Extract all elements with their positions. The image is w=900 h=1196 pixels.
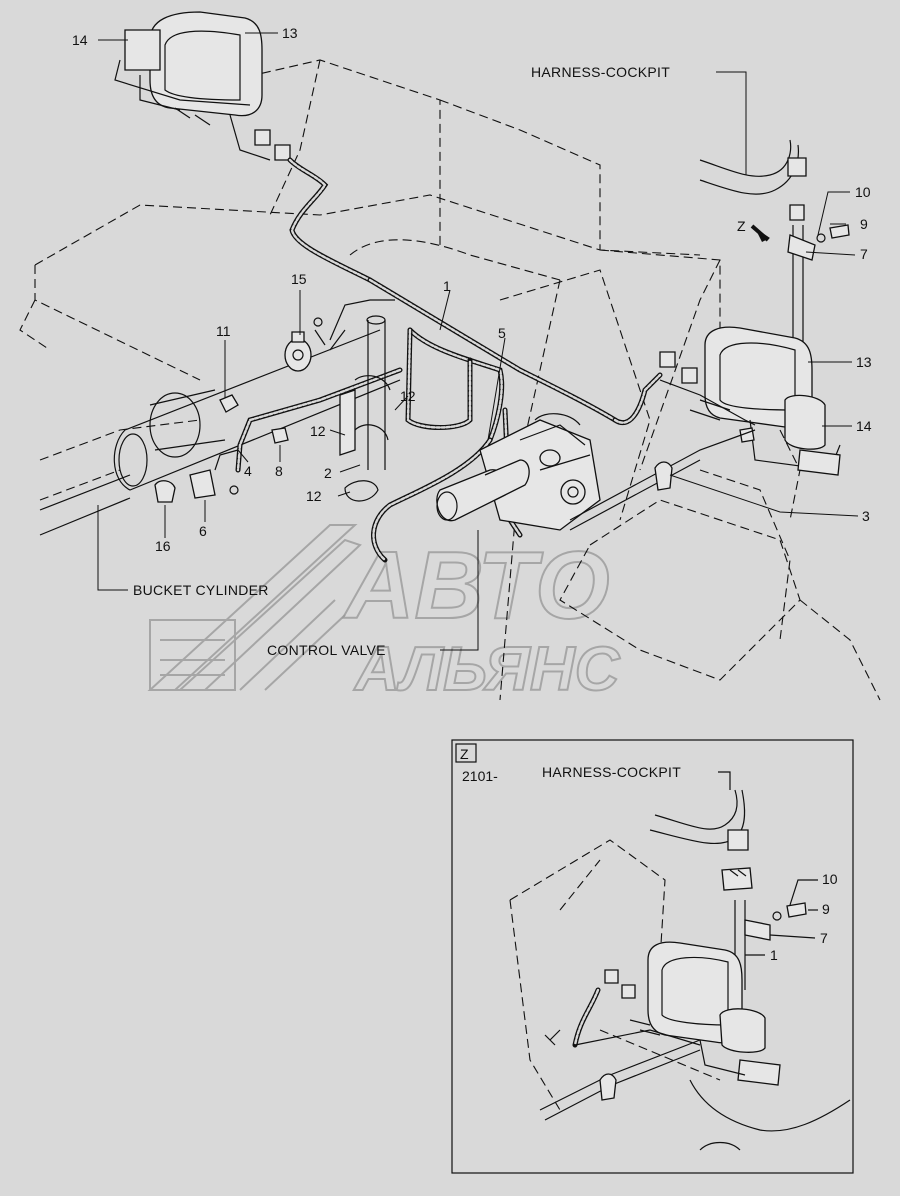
detail-view-letter: Z: [460, 746, 469, 762]
watermark: АВТО АЛЬЯНС: [147, 524, 622, 705]
detail-callout-7: 7: [820, 930, 828, 946]
view-z-letter: Z: [737, 218, 746, 234]
watermark-line-1: АВТО: [343, 532, 610, 639]
watermark-logo: [147, 524, 362, 691]
callout-12-upper: 12: [400, 388, 416, 404]
detail-callout-10: 10: [822, 871, 838, 887]
harness-cockpit-connector: [699, 139, 850, 360]
callout-9: 9: [860, 216, 868, 232]
leader-lines: [97, 32, 859, 651]
small-parts: [154, 394, 289, 503]
callout-4: 4: [244, 463, 252, 479]
view-z-arrow: Z: [737, 218, 770, 242]
callout-11: 11: [216, 323, 231, 339]
callout-13-top: 13: [282, 25, 298, 41]
work-lamp-right: [659, 326, 841, 476]
label-control-valve: CONTROL VALVE: [267, 642, 386, 658]
callout-16: 16: [155, 538, 171, 554]
callout-12-lower: 12: [306, 488, 322, 504]
callout-8: 8: [275, 463, 283, 479]
callout-2: 2: [324, 465, 332, 481]
callout-5: 5: [498, 325, 506, 341]
work-lamp-top: [114, 11, 291, 161]
callouts: 14 13 10 9 7 15 1 13 11 5 12 14 12 4 8 2…: [72, 25, 872, 554]
callout-7: 7: [860, 246, 868, 262]
callout-14-top: 14: [72, 32, 88, 48]
callout-6: 6: [199, 523, 207, 539]
detail-serial: 2101-: [462, 768, 498, 784]
label-harness-cockpit: HARNESS-COCKPIT: [531, 64, 670, 80]
detail-callout-1: 1: [770, 947, 778, 963]
detail-view-letter-box: [455, 743, 477, 763]
callout-10: 10: [855, 184, 871, 200]
harness-clamp: [569, 429, 756, 531]
detail-label-harness-cockpit: HARNESS-COCKPIT: [542, 764, 681, 780]
control-valve: [436, 413, 601, 531]
watermark-line-2: АЛЬЯНС: [353, 635, 621, 704]
callout-15: 15: [291, 271, 307, 287]
bucket-cylinder: [39, 329, 401, 536]
callout-12-middle: 12: [310, 423, 326, 439]
callout-3: 3: [862, 508, 870, 524]
hydraulic-lines: [339, 315, 391, 502]
callout-14-right: 14: [856, 418, 872, 434]
main-harness: [235, 157, 663, 563]
horn: [284, 331, 312, 372]
label-bucket-cylinder: BUCKET CYLINDER: [133, 582, 269, 598]
callout-1: 1: [443, 278, 451, 294]
horn-bracket: [313, 299, 395, 351]
part-labels: HARNESS-COCKPIT BUCKET CYLINDER CONTROL …: [133, 64, 670, 658]
detail-view-z: Z 2101- HARNESS-COCKPIT: [451, 739, 854, 1174]
callout-13-right: 13: [856, 354, 872, 370]
detail-callout-9: 9: [822, 901, 830, 917]
